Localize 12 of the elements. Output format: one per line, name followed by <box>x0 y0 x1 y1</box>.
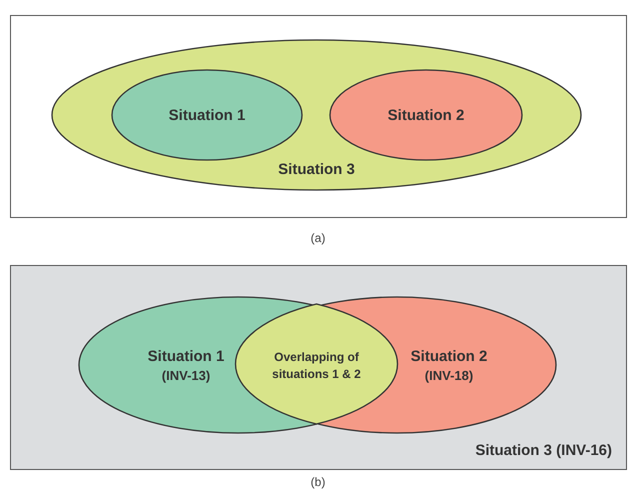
panel-caption: (b) <box>310 475 326 489</box>
set-label: Overlapping of situations 1 & 2 <box>271 348 362 382</box>
set-label: Situation 3 (INV-16) <box>475 442 612 459</box>
set-code: (INV-18) <box>424 368 474 382</box>
panel-frame <box>10 15 627 218</box>
set-label: Situation 2 <box>388 106 464 124</box>
panel-caption: (a) <box>310 231 326 245</box>
set-label: Situation 1 <box>148 348 224 364</box>
set-label: Situation 3 <box>278 161 355 178</box>
set-label: Situation 2 <box>410 348 488 364</box>
set-label: Situation 1 <box>168 106 246 124</box>
set-code: (INV-13) <box>162 368 210 382</box>
